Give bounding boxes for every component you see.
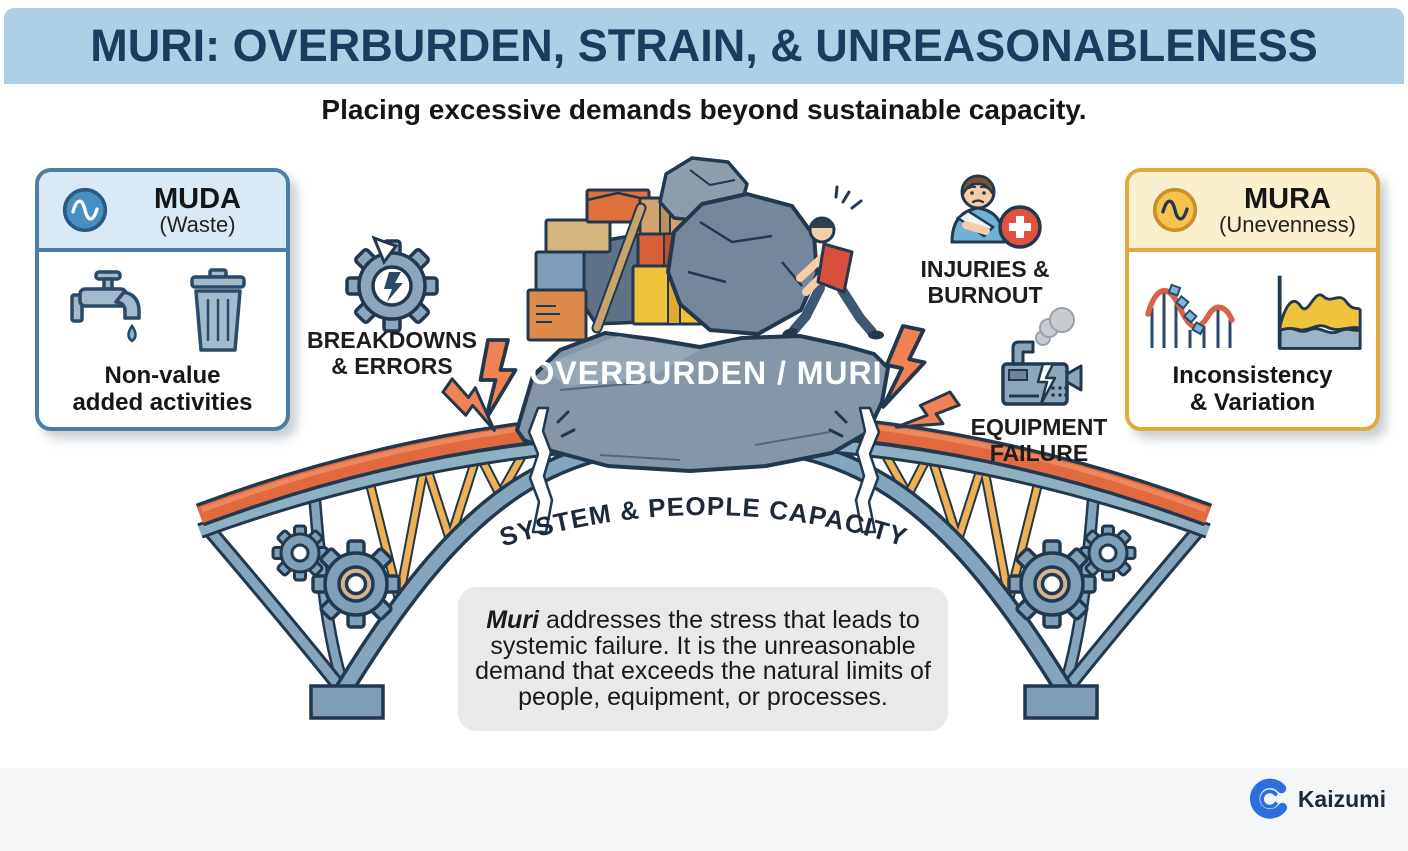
- faucet-icon: [69, 270, 141, 343]
- muri-description-box: Muri addresses the stress that leads to …: [458, 587, 948, 731]
- bridge-pedestals: [309, 684, 1099, 720]
- mura-title: MURA: [1244, 182, 1331, 215]
- page-subtitle: Placing excessive demands beyond sustain…: [321, 94, 1087, 125]
- callout-injuries: INJURIES & BURNOUT: [885, 256, 1085, 308]
- page-title: MURI: OVERBURDEN, STRAIN, & UNREASONABLE…: [90, 20, 1318, 71]
- injured-person-icon: [950, 174, 1042, 249]
- overburden-label: OVERBURDEN / MURI: [529, 355, 883, 391]
- breakdowns-line1: BREAKDOWNS: [307, 327, 477, 353]
- footer-band: Kaizumi: [0, 768, 1408, 851]
- description-line2: systemic failure. It is the unreasonable: [490, 631, 916, 660]
- muda-label-line2: added activities: [72, 389, 253, 416]
- description-line1: Muri addresses the stress that leads to: [486, 606, 920, 634]
- muda-box-body: Non-value added activities: [39, 252, 286, 423]
- sine-wave-icon: [62, 187, 108, 233]
- bridge-cracks: [527, 406, 881, 534]
- brand-logo: Kaizumi: [1248, 778, 1386, 820]
- mura-label-line1: Inconsistency: [1172, 362, 1333, 389]
- brand-name: Kaizumi: [1297, 785, 1386, 812]
- kaizumi-logo-icon: [1249, 778, 1287, 819]
- muda-label-line1: Non-value: [104, 362, 221, 389]
- rock-pile: [515, 156, 890, 473]
- breakdowns-line2: & ERRORS: [331, 353, 453, 379]
- injuries-line2: BURNOUT: [927, 282, 1043, 308]
- description-line4: people, equipment, or processes.: [518, 682, 888, 711]
- injuries-line1: INJURIES &: [920, 256, 1050, 282]
- equipment-line1: EQUIPMENT: [970, 414, 1108, 440]
- header-band: MURI: OVERBURDEN, STRAIN, & UNREASONABLE…: [4, 8, 1404, 84]
- callout-equipment: EQUIPMENT FAILURE: [939, 414, 1139, 466]
- worker-pushing-boulder: [782, 185, 884, 340]
- muda-title: MUDA: [154, 182, 241, 215]
- area-chart-icon: [1277, 275, 1362, 350]
- muda-box: MUDA (Waste): [35, 168, 290, 431]
- muda-subtitle: (Waste): [159, 211, 236, 237]
- mura-subtitle: (Unevenness): [1219, 211, 1356, 237]
- sine-wave-icon: [1152, 187, 1198, 233]
- muri-emphasis: Muri: [486, 606, 539, 634]
- bridge-capacity-label: SYSTEM & PEOPLE CAPACITY: [496, 491, 911, 552]
- mura-box: MURA (Unevenness): [1125, 168, 1380, 431]
- mura-label-line2: & Variation: [1189, 389, 1316, 416]
- bridge-scene: SYSTEM & PEOPLE CAPACITY: [195, 156, 1213, 720]
- mura-box-header: MURA (Unevenness): [1129, 172, 1376, 252]
- callout-breakdowns: BREAKDOWNS & ERRORS: [292, 327, 492, 379]
- mura-box-body: Inconsistency & Variation: [1129, 252, 1376, 423]
- broken-machine-icon: [1001, 307, 1083, 406]
- medical-cross-icon: [998, 205, 1042, 249]
- description-line3: demand that exceeds the natural limits o…: [475, 657, 931, 685]
- impact-marks: [556, 410, 848, 438]
- roller-coaster-icon: [1144, 283, 1235, 348]
- muda-box-header: MUDA (Waste): [39, 172, 286, 252]
- trash-can-icon: [189, 268, 246, 352]
- broken-gear-icon: [345, 235, 439, 333]
- equipment-line2: FAILURE: [989, 440, 1089, 466]
